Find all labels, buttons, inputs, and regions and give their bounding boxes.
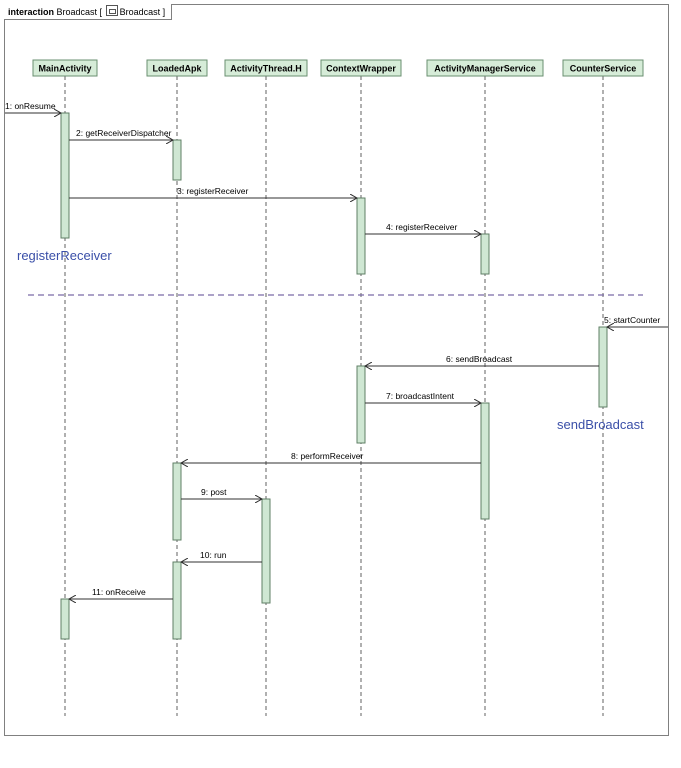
lifeline-name: ActivityThread.H <box>230 64 302 74</box>
message-8: 8: performReceiver <box>181 451 481 463</box>
activation-bar <box>172 462 182 541</box>
lifeline-head <box>562 59 644 77</box>
message-3: 3: registerReceiver <box>69 186 357 198</box>
message-5: 5: startCounter <box>604 315 668 327</box>
message-label: 10: run <box>200 550 227 560</box>
message-label: 6: sendBroadcast <box>446 354 513 364</box>
message-1: 1: onResume <box>5 101 61 113</box>
message-label: 11: onReceive <box>92 587 146 597</box>
message-label: 4: registerReceiver <box>386 222 458 232</box>
message-label: 5: startCounter <box>604 315 660 325</box>
lifeline-head <box>32 59 98 77</box>
lifeline-name: ContextWrapper <box>326 64 396 74</box>
message-7: 7: broadcastIntent <box>365 391 481 403</box>
activation-bar <box>356 365 366 444</box>
message-label: 9: post <box>201 487 227 497</box>
frame-close: ] <box>162 7 166 17</box>
message-label: 3: registerReceiver <box>177 186 249 196</box>
lifeline-name: LoadedApk <box>152 64 202 74</box>
lifeline-head <box>224 59 308 77</box>
activation-bar <box>598 326 608 408</box>
activation-bar <box>480 402 490 520</box>
interaction-frame <box>4 4 669 736</box>
message-label: 7: broadcastIntent <box>386 391 455 401</box>
lifeline-name: CounterService <box>570 64 637 74</box>
activation-bar <box>172 139 182 181</box>
message-10: 10: run <box>181 550 262 562</box>
activation-bar <box>172 561 182 640</box>
message-9: 9: post <box>181 487 262 499</box>
message-11: 11: onReceive <box>69 587 173 599</box>
frame-name: Broadcast [ <box>56 7 103 17</box>
lifeline-name: MainActivity <box>38 64 91 74</box>
message-label: 2: getReceiverDispatcher <box>76 128 172 138</box>
frame-title-tab: interaction Broadcast [ Broadcast ] <box>4 4 173 20</box>
activation-bar <box>60 112 70 239</box>
lifeline-contextwrapper: ContextWrapper <box>320 59 402 716</box>
activation-bar <box>480 233 490 275</box>
lifeline-counterservice: CounterService <box>562 59 644 716</box>
message-label: 1: onResume <box>5 101 56 111</box>
frame-ref: Broadcast <box>119 7 161 17</box>
lifeline-head <box>426 59 544 77</box>
message-6: 6: sendBroadcast <box>365 354 599 366</box>
message-label: 8: performReceiver <box>291 451 363 461</box>
phase-note-1: registerReceiver <box>17 248 112 263</box>
activation-bar <box>261 498 271 604</box>
activation-bar <box>356 197 366 275</box>
lifeline-head <box>146 59 208 77</box>
message-4: 4: registerReceiver <box>365 222 481 234</box>
lifeline-head <box>320 59 402 77</box>
lifeline-name: ActivityManagerService <box>434 64 536 74</box>
frame-keyword: interaction <box>8 7 55 17</box>
interaction-ref-icon <box>105 5 118 16</box>
activation-bar <box>60 598 70 640</box>
lifeline-activitymanagerservice: ActivityManagerService <box>426 59 544 716</box>
phase-note-2: sendBroadcast <box>557 417 644 432</box>
message-2: 2: getReceiverDispatcher <box>69 128 173 140</box>
lifeline-activitythread-h: ActivityThread.H <box>224 59 308 716</box>
